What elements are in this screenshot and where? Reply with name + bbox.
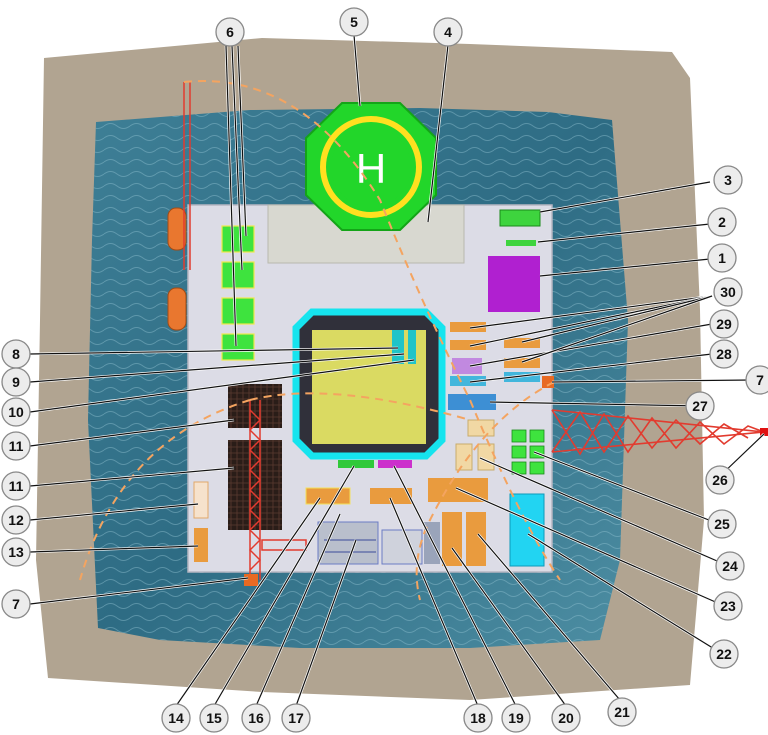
- callout-c18: 18: [463, 703, 493, 733]
- callout-c19: 19: [501, 703, 531, 733]
- callout-c4: 4: [433, 17, 463, 47]
- callout-c11-lower: 11: [1, 471, 31, 501]
- callout-c27: 27: [685, 391, 715, 421]
- flare-boom: [551, 409, 765, 456]
- pale-unit-12: [193, 481, 209, 519]
- callout-c5: 5: [339, 7, 369, 37]
- crane-swing-arcs: [79, 80, 561, 601]
- orange-unit-18: [370, 488, 412, 504]
- callout-label: 30: [720, 284, 736, 300]
- callout-label: 24: [722, 558, 738, 574]
- right-crane-base: [542, 376, 554, 388]
- flare-tip: [760, 428, 768, 436]
- callout-c15: 15: [199, 703, 229, 733]
- callout-c6: 6: [215, 17, 245, 47]
- boat-davit-crane: [183, 82, 191, 270]
- callout-label: 15: [206, 710, 222, 726]
- callout-c17: 17: [281, 703, 311, 733]
- callout-label: 19: [508, 710, 524, 726]
- callout-label: 29: [716, 316, 732, 332]
- callout-label: 28: [716, 346, 732, 362]
- callout-c28: 28: [709, 339, 739, 369]
- callout-label: 9: [12, 374, 20, 390]
- callout-label: 3: [724, 172, 732, 188]
- callout-label: 6: [226, 24, 234, 40]
- accommodation-block: [267, 204, 465, 264]
- callout-label: 14: [168, 710, 184, 726]
- callout-label: 26: [712, 472, 728, 488]
- left-crane-base: [244, 574, 258, 586]
- callout-label: 1: [718, 250, 726, 266]
- callout-c23: 23: [713, 591, 743, 621]
- callout-c12: 12: [1, 505, 31, 535]
- callout-c13: 13: [1, 537, 31, 567]
- callout-c30: 30: [713, 277, 743, 307]
- callout-label: 7: [756, 372, 764, 388]
- callout-label: 2: [718, 214, 726, 230]
- callout-label: 11: [9, 438, 24, 454]
- callout-label: 27: [692, 398, 708, 414]
- callout-c22: 22: [709, 639, 739, 669]
- callout-label: 8: [12, 346, 20, 362]
- green-strip-16: [338, 460, 374, 468]
- central-process-module: [292, 308, 446, 460]
- callout-c29: 29: [709, 309, 739, 339]
- callout-c9: 9: [1, 367, 31, 397]
- helipad-h-mark: H: [356, 145, 386, 192]
- callout-label: 20: [558, 710, 574, 726]
- callout-c8: 8: [1, 339, 31, 369]
- magenta-strip-19: [378, 460, 412, 468]
- callout-label: 11: [9, 478, 24, 494]
- grating-panel-upper: [228, 384, 282, 428]
- callout-c3: 3: [713, 165, 743, 195]
- callout-c7-left: 7: [1, 589, 31, 619]
- callout-c10: 10: [1, 397, 31, 427]
- callout-c1: 1: [707, 243, 737, 273]
- callout-label: 22: [716, 646, 732, 662]
- helipad: H: [305, 102, 437, 231]
- leader-lines: [29, 34, 765, 707]
- callout-label: 10: [8, 404, 24, 420]
- orange-block-21: [466, 512, 486, 566]
- callout-c21: 21: [607, 697, 637, 727]
- callout-c16: 16: [241, 703, 271, 733]
- small-green-unit-3: [499, 209, 541, 227]
- small-green-unit-2: [506, 240, 536, 246]
- callout-label: 25: [714, 516, 730, 532]
- callout-c14: 14: [161, 703, 191, 733]
- callout-c25: 25: [707, 509, 737, 539]
- callout-label: 18: [470, 710, 486, 726]
- green-equipment-modules: [221, 225, 255, 361]
- orange-unit-13: [194, 528, 208, 562]
- callout-c20: 20: [551, 703, 581, 733]
- callout-label: 16: [248, 710, 264, 726]
- callout-c7-right: 7: [745, 365, 768, 395]
- purple-module: [488, 256, 540, 312]
- callout-label: 5: [350, 14, 358, 30]
- callout-c2: 2: [707, 207, 737, 237]
- orange-block-20: [442, 512, 462, 566]
- callout-label: 13: [8, 544, 24, 560]
- lifeboats: [167, 207, 187, 331]
- cyan-tank-22: [509, 493, 545, 567]
- callout-c26: 26: [705, 465, 735, 495]
- callout-label: 4: [444, 24, 452, 40]
- callout-c24: 24: [715, 551, 745, 581]
- callout-label: 21: [614, 704, 630, 720]
- callout-label: 17: [288, 710, 304, 726]
- callout-label: 12: [8, 512, 24, 528]
- callout-label: 23: [720, 598, 736, 614]
- callout-c11-upper: 11: [1, 431, 31, 461]
- callout-label: 7: [12, 596, 20, 612]
- orange-unit-14: [305, 487, 351, 505]
